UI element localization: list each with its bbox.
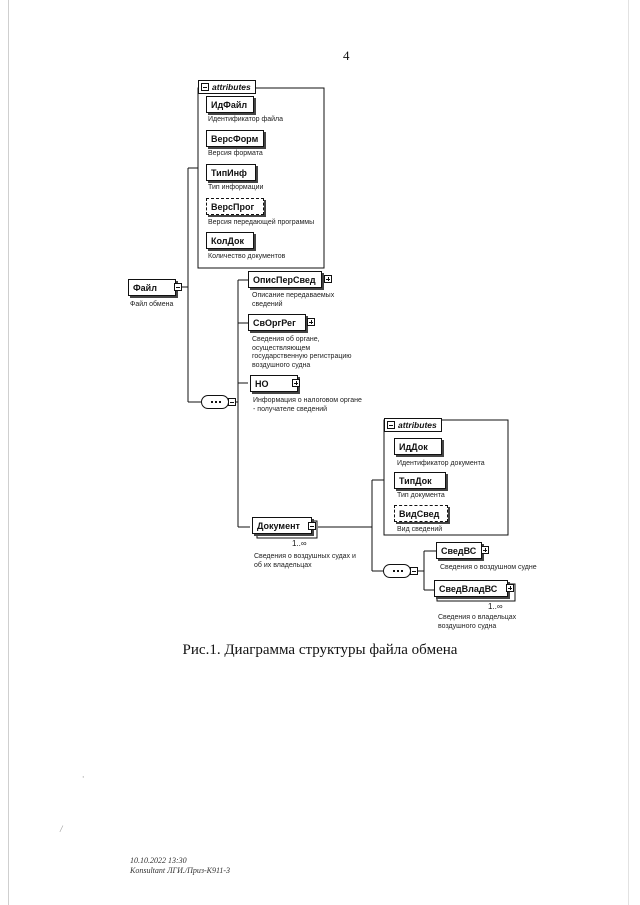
attr-versform: ВерсФорм [206, 130, 264, 147]
expand-icon [292, 379, 300, 387]
expand-icon [324, 275, 332, 283]
attr-iddok: ИдДок [394, 438, 442, 455]
element-svedvladvs-cardinality: 1..∞ [488, 602, 503, 611]
root-element-desc: Файл обмена [130, 301, 174, 308]
attr-iddok-desc: Идентификатор документа [397, 460, 485, 467]
attr-tipinf: ТипИнф [206, 164, 256, 181]
footer-source: Konsultant ЛГИ./Приз-К911-3 [130, 866, 231, 875]
element-no-desc: Информация о налоговом органе- получател… [253, 397, 362, 413]
attr-tipdok-desc: Тип документа [397, 492, 445, 499]
collapse-icon [308, 522, 316, 530]
attr-vidsved-desc: Вид сведений [397, 526, 443, 533]
sequence-compositor [201, 395, 229, 409]
figure-caption: Рис.1. Диаграмма структуры файла обмена [182, 642, 458, 658]
element-no: НО [250, 375, 298, 392]
attr-versform-desc: Версия формата [208, 150, 263, 157]
root-element-name: Файл [133, 282, 157, 293]
element-svedvs: СведВС [436, 542, 482, 559]
element-svedvladvs: СведВладВС [434, 580, 508, 597]
expand-icon [307, 318, 315, 326]
element-svorgreg: СвОргРег [248, 314, 306, 331]
attr-idfile-desc: Идентификатор файла [208, 116, 284, 123]
element-svorgreg-desc: Сведения об органе,осуществляющем госуда… [252, 336, 352, 369]
expand-icon [481, 546, 489, 554]
doc-attributes-header: attributes [384, 418, 442, 432]
collapse-icon [387, 421, 395, 429]
page-number: 4 [343, 48, 350, 63]
element-dokument: Документ [252, 517, 312, 534]
footer-date: 10.10.2022 13:30 [130, 856, 187, 865]
scan-mark: / [60, 824, 63, 834]
attr-versprog-desc: Версия передающей программы [208, 219, 315, 226]
page-edge-left [8, 0, 9, 905]
attr-vidsved: ВидСвед [394, 505, 448, 522]
file-attributes-header: attributes [198, 80, 256, 94]
expand-icon [506, 584, 514, 592]
collapse-icon [410, 567, 418, 575]
collapse-icon [201, 83, 209, 91]
attr-tipinf-desc: Тип информации [208, 184, 264, 191]
element-opisperved: ОписПерСвед [248, 271, 322, 288]
attr-versprog: ВерсПрог [206, 198, 264, 215]
collapse-icon [228, 398, 236, 406]
scan-mark: · [82, 772, 85, 782]
attr-koldok-desc: Количество документов [208, 253, 286, 260]
root-element-box: Файл [128, 279, 176, 296]
attr-tipdok: ТипДок [394, 472, 446, 489]
element-dokument-cardinality: 1..∞ [292, 539, 307, 548]
attr-idfile: ИдФайл [206, 96, 254, 113]
attr-koldok: КолДок [206, 232, 254, 249]
sequence-compositor [383, 564, 411, 578]
element-svedvs-desc: Сведения о воздушном судне [440, 564, 537, 571]
page-edge-right [628, 0, 629, 905]
collapse-icon [174, 283, 182, 291]
